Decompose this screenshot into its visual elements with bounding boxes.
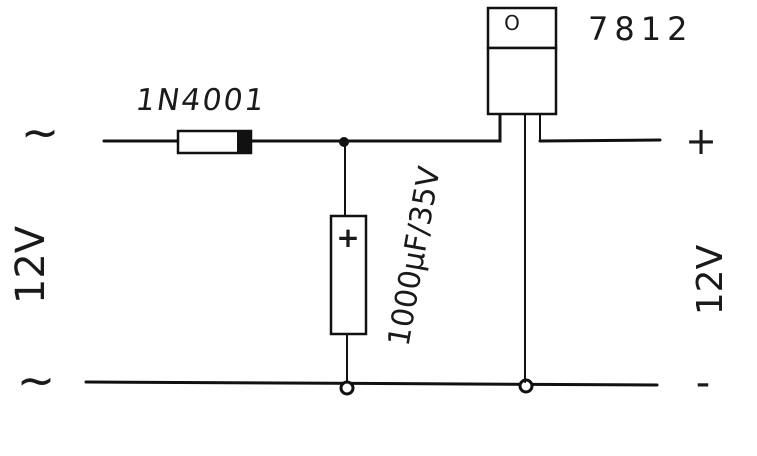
output-minus-label: - [696, 360, 710, 406]
regulator-tab [486, 6, 558, 50]
wire-diode-to-regulator [249, 113, 502, 143]
diode-label: 1N4001 [133, 83, 268, 118]
wire-output [538, 138, 662, 143]
capacitor-body [329, 214, 368, 336]
regulator-pin-label: O [504, 11, 520, 35]
wire-ground [84, 380, 659, 387]
output-plus-label: + [685, 119, 717, 163]
input-voltage-label: 12V [8, 225, 54, 304]
ac-input-top-symbol: ~ [21, 105, 60, 159]
capacitor-polarity-label: + [336, 221, 359, 254]
ac-input-bottom-symbol: ~ [17, 353, 56, 407]
capacitor-label: 1000µF/35V [382, 163, 448, 348]
regulator-body [486, 46, 558, 116]
diode-cathode-band [237, 132, 250, 152]
regulator-label: 7812 [588, 10, 693, 48]
output-voltage-label: 12V [690, 244, 731, 315]
junction-capacitor-ground [339, 380, 355, 396]
